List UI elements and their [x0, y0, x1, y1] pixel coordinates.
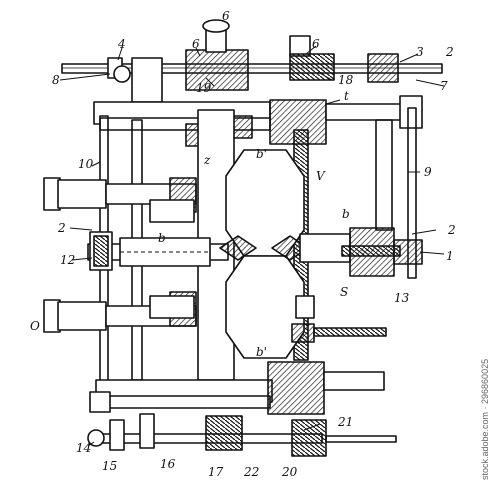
label-8: 8 — [52, 73, 60, 87]
machine-drawing — [43, 19, 445, 457]
label-6: 6 — [222, 9, 230, 23]
label-15: 15 — [102, 459, 117, 473]
label-7: 7 — [440, 79, 448, 93]
label-b-prime: b' — [256, 345, 267, 359]
label-9: 9 — [424, 165, 432, 179]
middle-shaft — [87, 231, 229, 271]
label-4: 4 — [117, 37, 126, 51]
lower-left-cylinder — [43, 291, 197, 333]
upper-left-cylinder — [43, 177, 197, 223]
label-t: t — [344, 89, 349, 103]
label-12: 12 — [60, 253, 75, 267]
label-b: b — [342, 207, 350, 221]
label-S: S — [340, 285, 348, 299]
upper-frame — [93, 95, 423, 147]
label-2: 2 — [447, 223, 456, 237]
reference-labels: 4 6 6 6 3 2 8 19 18 t 7 z b' V 10 9 b b … — [30, 9, 456, 479]
bottom-shaft — [87, 413, 397, 457]
label-20: 20 — [281, 465, 298, 479]
lower-frame — [89, 361, 385, 415]
label-14: 14 — [76, 441, 91, 455]
label-6: 6 — [312, 37, 320, 51]
label-18: 18 — [338, 73, 354, 87]
leader-lines — [59, 45, 445, 447]
label-V: V — [316, 169, 326, 183]
label-b: b — [158, 231, 166, 245]
label-10: 10 — [78, 157, 94, 171]
label-3: 3 — [416, 45, 424, 59]
label-21: 21 — [337, 415, 353, 429]
center-frame — [219, 149, 423, 359]
label-b-prime: b' — [256, 147, 267, 161]
label-13: 13 — [394, 291, 410, 305]
label-2: 2 — [57, 221, 66, 235]
label-6: 6 — [192, 37, 200, 51]
label-2: 2 — [445, 45, 454, 59]
label-19: 19 — [196, 81, 212, 95]
watermark-text: stock.adobe.com · 296860025 — [480, 359, 490, 480]
lower-right-rod — [291, 295, 387, 343]
label-O: O — [30, 319, 40, 333]
label-z: z — [203, 153, 211, 167]
label-22: 22 — [243, 465, 259, 479]
label-1: 1 — [446, 249, 454, 263]
label-16: 16 — [160, 457, 176, 471]
top-shaft — [61, 19, 443, 103]
label-17: 17 — [208, 465, 224, 479]
